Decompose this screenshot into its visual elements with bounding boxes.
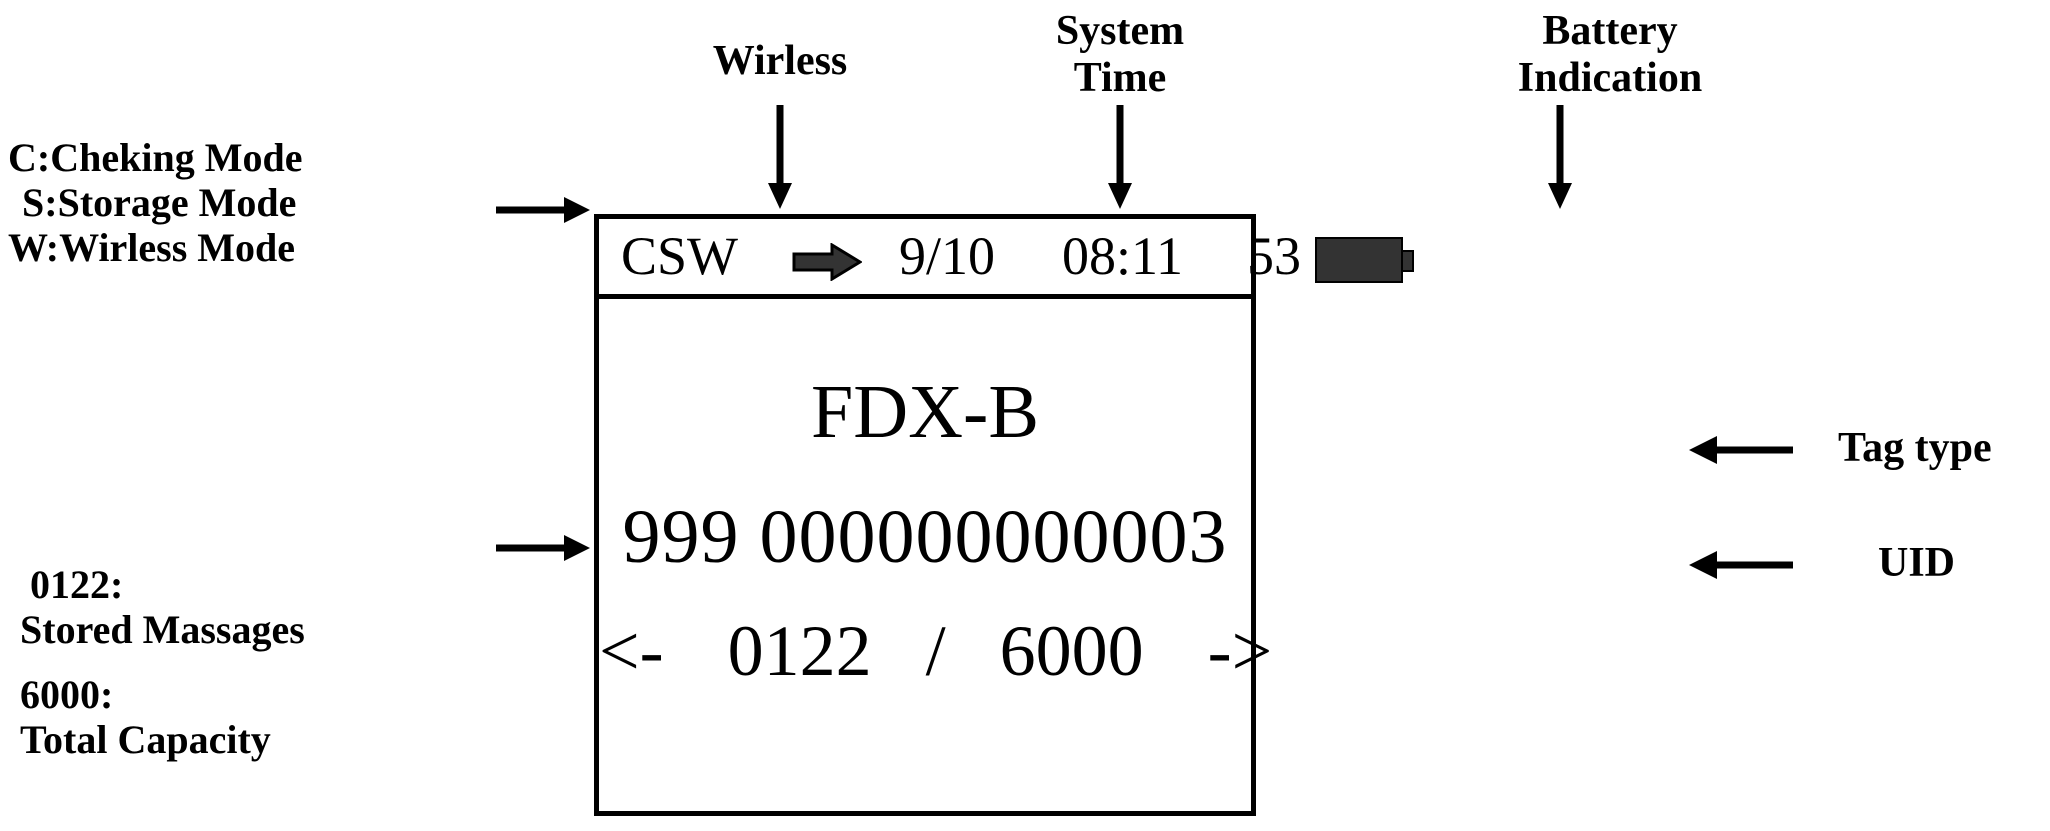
total-capacity-value: 6000: xyxy=(20,672,114,717)
system-time-callout-label: System Time xyxy=(1055,8,1185,102)
battery-terminal xyxy=(1403,250,1414,272)
record-nav-line: <- 0122 / 6000 -> xyxy=(599,615,1272,687)
total-capacity-label: Total Capacity xyxy=(20,716,271,762)
arrow-capacity-to-navline xyxy=(494,528,594,568)
mode-flags-indicator: CSW xyxy=(621,226,739,286)
mode-legend-checking: C:Cheking Mode xyxy=(8,135,303,180)
stored-count-label: Stored Massages xyxy=(20,606,305,652)
battery-percent-value: 53 xyxy=(1247,226,1301,286)
tag-type-value: FDX-B xyxy=(810,370,1040,454)
system-date-value: 9/10 xyxy=(899,226,996,286)
uid-value: 999 000000000003 xyxy=(622,495,1228,579)
mode-legend-storage: S:Storage Mode xyxy=(22,179,297,225)
capacity-legend: 6000: Total Capacity xyxy=(20,672,271,763)
wireless-callout-label: Wirless xyxy=(712,38,848,84)
arrow-uid-callout xyxy=(1685,545,1795,585)
storage-legend: 0122: Stored Massages xyxy=(20,562,305,653)
lcd-screen: CSW 9/10 08:11 53 FDX-B 999 000000000003… xyxy=(594,214,1414,816)
arrow-tag-type-callout xyxy=(1685,430,1795,470)
nav-separator: / xyxy=(925,611,946,691)
wireless-arrow-icon xyxy=(792,242,863,282)
battery-callout-label: Battery Indication xyxy=(1517,8,1703,102)
nav-prev-button[interactable]: <- xyxy=(599,611,664,691)
battery-icon xyxy=(1315,237,1415,283)
arrow-system-time-callout xyxy=(1100,105,1140,211)
lcd-status-bar: CSW 9/10 08:11 53 xyxy=(599,219,1414,299)
mode-legend-wireless: W:Wirless Mode xyxy=(8,224,296,270)
nav-next-button[interactable]: -> xyxy=(1207,611,1273,691)
arrow-mode-legend-to-statusbar xyxy=(494,190,594,230)
arrow-battery-callout xyxy=(1540,105,1580,211)
record-total-value: 6000 xyxy=(999,611,1144,691)
system-time-value: 08:11 xyxy=(1062,226,1183,286)
record-index-value: 0122 xyxy=(727,611,872,691)
mode-legend: C:Cheking Mode S:Storage Mode W:Wirless … xyxy=(8,135,303,270)
battery-body xyxy=(1315,237,1403,283)
lcd-body: FDX-B 999 000000000003 <- 0122 / 6000 -> xyxy=(599,299,1272,811)
tag-type-callout-label: Tag type xyxy=(1838,425,1992,471)
uid-callout-label: UID xyxy=(1878,540,1956,586)
arrow-wireless-callout xyxy=(760,105,800,211)
stored-count-value: 0122: xyxy=(30,562,124,607)
